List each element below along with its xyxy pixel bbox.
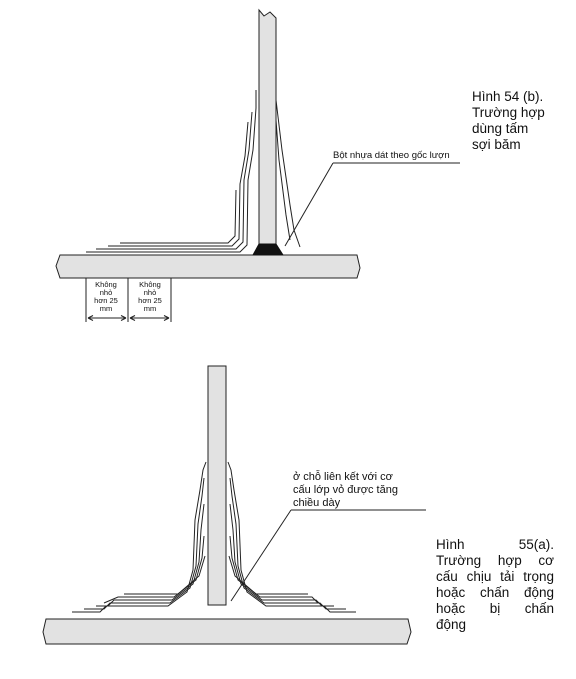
caption-line: Trường hợp cơ — [436, 553, 554, 568]
laminate-right-3 — [229, 503, 334, 607]
caption-line: sợi băm — [472, 137, 521, 152]
laminate-left-1 — [86, 90, 257, 253]
dimension-label-right-line: hơn 25 — [138, 296, 162, 305]
laminate-left-4 — [120, 189, 237, 244]
caption-line: Hình 54 (b). — [472, 89, 544, 104]
laminate-left-3 — [108, 121, 249, 247]
caption-line: hoặc chấn động — [436, 585, 554, 600]
caption-line: Hình 55(a). — [436, 537, 554, 552]
caption-figure-54: Hình 54 (b). Trường hợp dùng tấm sợi băm — [472, 89, 572, 153]
laminate-right-4 — [229, 535, 319, 604]
laminate-left-2 — [96, 111, 253, 250]
dimension-label-right-line: mm — [144, 304, 157, 313]
callout-leader-54 — [284, 162, 334, 247]
dimension-label-right-line: Không — [139, 280, 161, 289]
caption-line: động — [436, 617, 467, 632]
dimension-label-left-line: Không — [95, 280, 117, 289]
figure-55-drawing — [42, 365, 426, 645]
base-plate — [55, 254, 361, 279]
vertical-plate — [207, 365, 227, 606]
laminate-right-1 — [275, 99, 301, 248]
laminate-left-3 — [96, 503, 205, 607]
laminate-left-4 — [103, 535, 205, 604]
caption-line: Trường hợp — [472, 105, 545, 120]
figure-54-drawing — [55, 8, 460, 322]
callout-leader-55 — [230, 509, 292, 602]
laminate-right-5 — [228, 555, 308, 595]
laminate-right-2 — [229, 477, 346, 610]
callout-text-55: ở chỗ liên kết với cơ cấu lớp vỏ được tă… — [293, 470, 398, 509]
laminate-right-2 — [275, 119, 291, 241]
dimension-label-left-line: nhỏ — [100, 288, 113, 297]
laminate-left-5 — [124, 555, 206, 595]
caption-line: hoặc bị chấn — [436, 601, 554, 616]
callout-text-54: Bột nhựa dát theo gốc lượn — [333, 150, 450, 161]
laminate-left-2 — [84, 477, 205, 610]
dimension-labels: Không nhỏ hơn 25 mm Không nhỏ hơn 25 mm — [94, 280, 162, 313]
vertical-plate — [258, 8, 277, 256]
dimension-label-left-line: mm — [100, 304, 113, 313]
dimension-label-right-line: nhỏ — [144, 288, 157, 297]
base-plate — [42, 618, 412, 645]
svg-text:ở chỗ liên kết với cơ: ở chỗ liên kết với cơ — [293, 470, 393, 483]
caption-figure-55: Hình 55(a). Trường hợp cơ cấu chịu tải t… — [436, 537, 554, 633]
svg-text:chiều dày: chiều dày — [293, 497, 341, 509]
caption-line: dùng tấm — [472, 121, 529, 136]
dimension-label-left-line: hơn 25 — [94, 296, 118, 305]
svg-text:cấu lớp vỏ được tăng: cấu lớp vỏ được tăng — [293, 484, 398, 496]
caption-line: cấu chịu tải trọng — [436, 569, 554, 584]
resin-fillet — [252, 243, 284, 256]
